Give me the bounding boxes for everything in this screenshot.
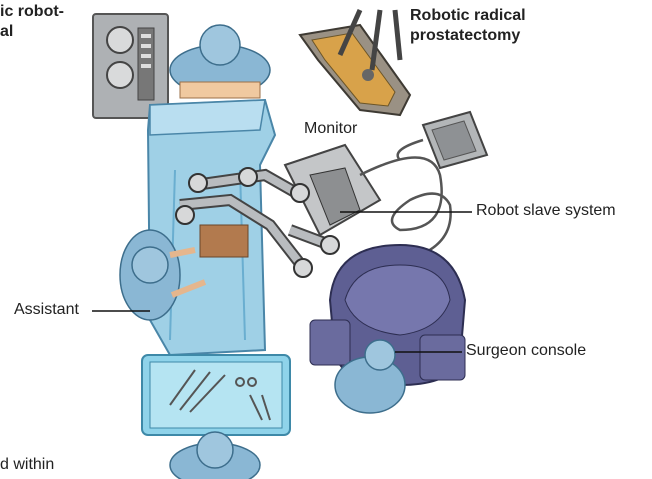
monitor-label: Monitor xyxy=(304,120,357,138)
anesthesiologist-figure xyxy=(170,25,270,98)
scrub-nurse-figure xyxy=(170,432,260,479)
operating-table-drape xyxy=(148,100,275,355)
title-left-line-2: al xyxy=(0,22,64,42)
surgeon-console-icon xyxy=(310,245,465,413)
bottom-left-fragment: d within xyxy=(0,456,54,474)
operating-light-icon xyxy=(300,10,410,115)
monitor-icon xyxy=(423,112,487,168)
instrument-tray-icon xyxy=(142,355,290,435)
equipment-tower-icon xyxy=(93,14,168,118)
surgeon-console-label: Surgeon console xyxy=(466,342,586,360)
title-left-fragment: ic robot- al xyxy=(0,2,64,42)
title-left-line-1: ic robot- xyxy=(0,2,64,22)
figure-title-line-2: prostatectomy xyxy=(410,26,526,46)
figure-title-line-1: Robotic radical xyxy=(410,6,526,26)
figure-title: Robotic radical prostatectomy xyxy=(410,6,526,46)
assistant-label: Assistant xyxy=(14,301,79,319)
robot-slave-system-label: Robot slave system xyxy=(476,202,616,220)
